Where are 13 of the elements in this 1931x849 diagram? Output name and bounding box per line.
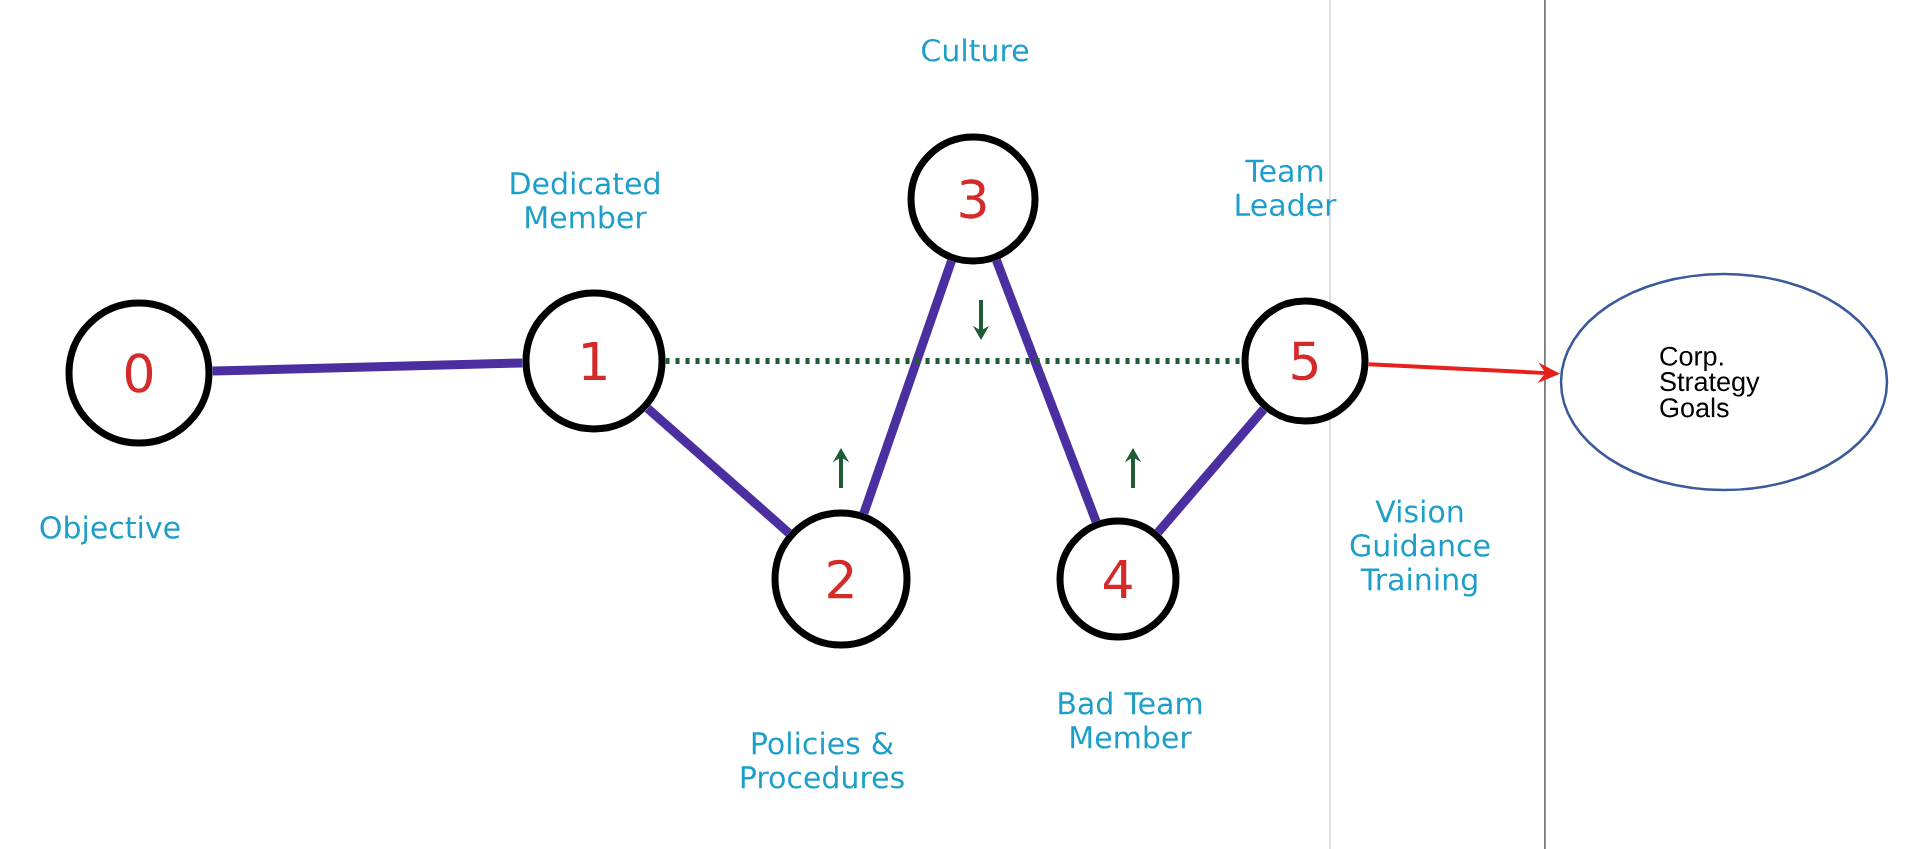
node-caption: Objective [40, 515, 180, 545]
node-caption: Bad Team Member [1059, 691, 1202, 749]
connector-line [644, 404, 792, 537]
connector-line [665, 358, 1242, 364]
node-caption: Vision Guidance Training [1350, 499, 1490, 597]
connector-line [1154, 406, 1268, 536]
node-caption: Culture [922, 38, 1029, 62]
node-caption: Team Leader [1236, 159, 1337, 217]
node-caption: Policies & Procedures [741, 731, 904, 789]
connector-line [859, 259, 956, 515]
node-caption: Dedicated Member [511, 171, 659, 229]
connector-line [992, 258, 1101, 524]
connector-line [212, 358, 523, 376]
